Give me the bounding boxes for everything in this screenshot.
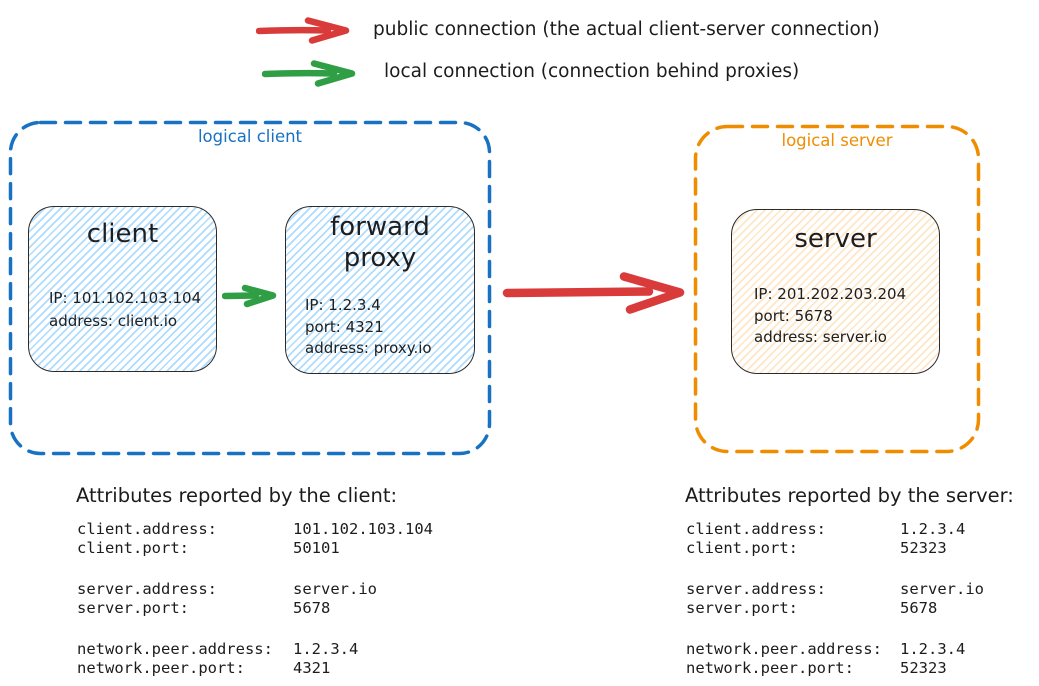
attr-label: server.address: bbox=[686, 580, 826, 598]
attr-row: network.peer.port: 52323 bbox=[686, 659, 984, 678]
server-attributes-table: client.address: 1.2.3.4 client.port: 523… bbox=[686, 520, 984, 678]
proxy-title-line2: proxy bbox=[343, 243, 417, 273]
client-node: client IP: 101.102.103.104 address: clie… bbox=[28, 206, 217, 372]
attr-label: client.port: bbox=[686, 539, 798, 557]
proxy-address: address: proxy.io bbox=[305, 339, 432, 357]
forward-proxy-node: forward proxy IP: 1.2.3.4 port: 4321 add… bbox=[285, 206, 475, 374]
attr-label: server.address: bbox=[77, 580, 217, 598]
server-attributes-heading: Attributes reported by the server: bbox=[685, 484, 1014, 507]
logical-server-label: logical server bbox=[781, 131, 893, 150]
server-ip: IP: 201.202.203.204 bbox=[754, 285, 907, 303]
client-address: address: client.io bbox=[49, 312, 178, 330]
attr-row: client.port: 52323 bbox=[686, 539, 984, 558]
server-port: port: 5678 bbox=[754, 306, 833, 325]
attr-row: server.address: server.io bbox=[77, 580, 433, 599]
proxy-ip: IP: 1.2.3.4 bbox=[305, 296, 381, 314]
public-connection-arrow-icon bbox=[256, 17, 350, 44]
attr-row: server.address: server.io bbox=[686, 580, 984, 599]
client-to-proxy-arrow-icon bbox=[222, 284, 277, 308]
attr-label: network.peer.address: bbox=[686, 640, 882, 658]
attr-row: server.port: 5678 bbox=[77, 599, 433, 618]
attr-row: client.port: 50101 bbox=[77, 539, 433, 558]
client-ip: IP: 101.102.103.104 bbox=[49, 289, 202, 307]
attr-row: server.port: 5678 bbox=[686, 599, 984, 618]
public-connection-label: public connection (the actual client-ser… bbox=[373, 19, 880, 40]
attr-value: 50101 bbox=[293, 539, 340, 557]
logical-server-boundary bbox=[693, 124, 981, 454]
attr-label: client.address: bbox=[77, 520, 217, 538]
attr-label: client.port: bbox=[77, 539, 189, 557]
attr-row: client.address: 1.2.3.4 bbox=[686, 520, 984, 539]
client-attributes-table: client.address: 101.102.103.104 client.p… bbox=[77, 520, 433, 678]
attr-row: network.peer.port: 4321 bbox=[77, 659, 433, 678]
attr-value: server.io bbox=[293, 580, 377, 598]
proxy-port: port: 4321 bbox=[305, 317, 384, 336]
client-node-title: client bbox=[86, 219, 159, 249]
attr-row: network.peer.address: 1.2.3.4 bbox=[686, 640, 984, 659]
client-attributes-heading: Attributes reported by the client: bbox=[76, 484, 398, 507]
attr-value: server.io bbox=[900, 580, 984, 598]
attr-value: 1.2.3.4 bbox=[900, 520, 966, 538]
server-address: address: server.io bbox=[754, 328, 887, 346]
attr-row: network.peer.address: 1.2.3.4 bbox=[77, 640, 433, 659]
attr-value: 5678 bbox=[293, 599, 331, 617]
attr-value: 1.2.3.4 bbox=[900, 640, 966, 658]
attr-label: server.port: bbox=[77, 599, 189, 617]
proxy-title-line1: forward bbox=[330, 212, 430, 242]
server-node-title: server bbox=[794, 224, 877, 254]
attr-row: client.address: 101.102.103.104 bbox=[77, 520, 433, 539]
logical-client-boundary bbox=[8, 120, 492, 456]
attr-value: 101.102.103.104 bbox=[293, 520, 433, 538]
local-connection-arrow-icon bbox=[262, 60, 356, 87]
attr-label: network.peer.address: bbox=[77, 640, 273, 658]
logical-client-label: logical client bbox=[197, 127, 303, 146]
attr-value: 52323 bbox=[900, 659, 947, 677]
attr-label: network.peer.port: bbox=[77, 659, 245, 677]
attr-value: 5678 bbox=[900, 599, 938, 617]
attr-label: server.port: bbox=[686, 599, 798, 617]
attr-label: network.peer.port: bbox=[686, 659, 854, 677]
attr-value: 4321 bbox=[293, 659, 331, 677]
server-node: server IP: 201.202.203.204 port: 5678 ad… bbox=[731, 209, 940, 374]
local-connection-label: local connection (connection behind prox… bbox=[384, 61, 800, 82]
client-to-server-arrow-icon bbox=[502, 272, 685, 314]
attr-value: 1.2.3.4 bbox=[293, 640, 359, 658]
attr-label: client.address: bbox=[686, 520, 826, 538]
attr-value: 52323 bbox=[900, 539, 947, 557]
